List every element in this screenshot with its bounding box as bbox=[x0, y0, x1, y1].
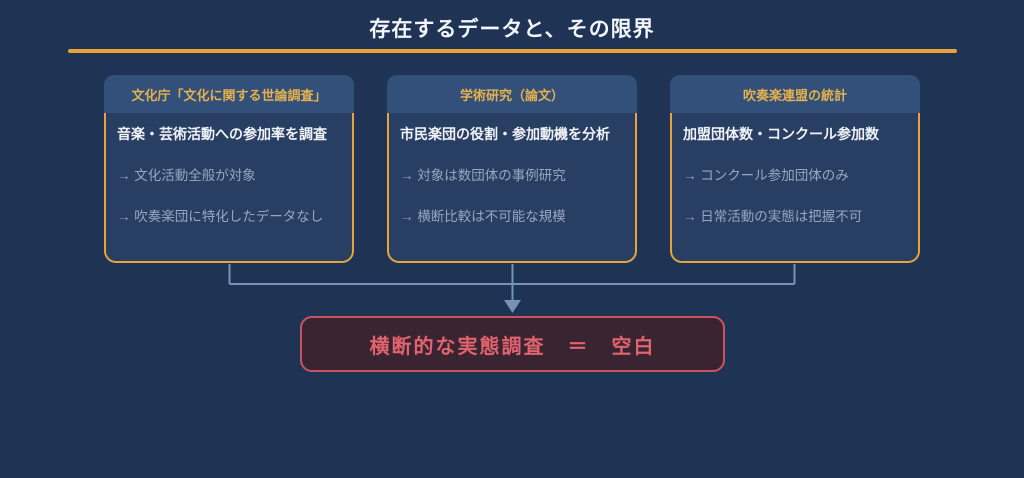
title-underline bbox=[68, 49, 957, 53]
card-header-label: 文化庁「文化に関する世論調査」 bbox=[104, 75, 354, 113]
conclusion-box: 横断的な実態調査 ＝ 空白 bbox=[300, 316, 725, 372]
cards-row: 文化庁「文化に関する世論調査」 音楽・芸術活動への参加率を調査 → 文化活動全般… bbox=[0, 75, 1024, 263]
down-arrow-icon bbox=[504, 300, 521, 313]
info-card-band-federation: 吹奏楽連盟の統計 加盟団体数・コンクール参加数 → コンクール参加団体のみ → … bbox=[670, 75, 920, 263]
limitation-item: → コンクール参加団体のみ bbox=[683, 168, 849, 183]
card-summary: 市民楽団の役割・参加動機を分析 bbox=[400, 126, 610, 142]
card-summary: 加盟団体数・コンクール参加数 bbox=[683, 126, 879, 142]
limitation-item: → 文化活動全般が対象 bbox=[117, 168, 256, 183]
card-header-label: 吹奏楽連盟の統計 bbox=[670, 75, 920, 113]
card-body: 加盟団体数・コンクール参加数 → コンクール参加団体のみ → 日常活動の実態は把… bbox=[670, 113, 920, 263]
connector-lines bbox=[228, 264, 796, 301]
page-title: 存在するデータと、その限界 bbox=[369, 18, 655, 41]
card-header-label: 学術研究（論文） bbox=[387, 75, 637, 113]
info-card-academic-research: 学術研究（論文） 市民楽団の役割・参加動機を分析 → 対象は数団体の事例研究 →… bbox=[387, 75, 637, 263]
limitation-item: → 対象は数団体の事例研究 bbox=[400, 168, 566, 183]
card-summary: 音楽・芸術活動への参加率を調査 bbox=[117, 126, 327, 142]
card-body: 音楽・芸術活動への参加率を調査 → 文化活動全般が対象 → 吹奏楽団に特化したデ… bbox=[104, 113, 354, 263]
card-body: 市民楽団の役割・参加動機を分析 → 対象は数団体の事例研究 → 横断比較は不可能… bbox=[387, 113, 637, 263]
limitation-item: → 日常活動の実態は把握不可 bbox=[683, 209, 863, 224]
conclusion-text: 横断的な実態調査 ＝ 空白 bbox=[369, 335, 656, 358]
limitation-item: → 吹奏楽団に特化したデータなし bbox=[117, 209, 324, 224]
info-card-government-survey: 文化庁「文化に関する世論調査」 音楽・芸術活動への参加率を調査 → 文化活動全般… bbox=[104, 75, 354, 263]
limitation-item: → 横断比較は不可能な規模 bbox=[400, 209, 566, 224]
